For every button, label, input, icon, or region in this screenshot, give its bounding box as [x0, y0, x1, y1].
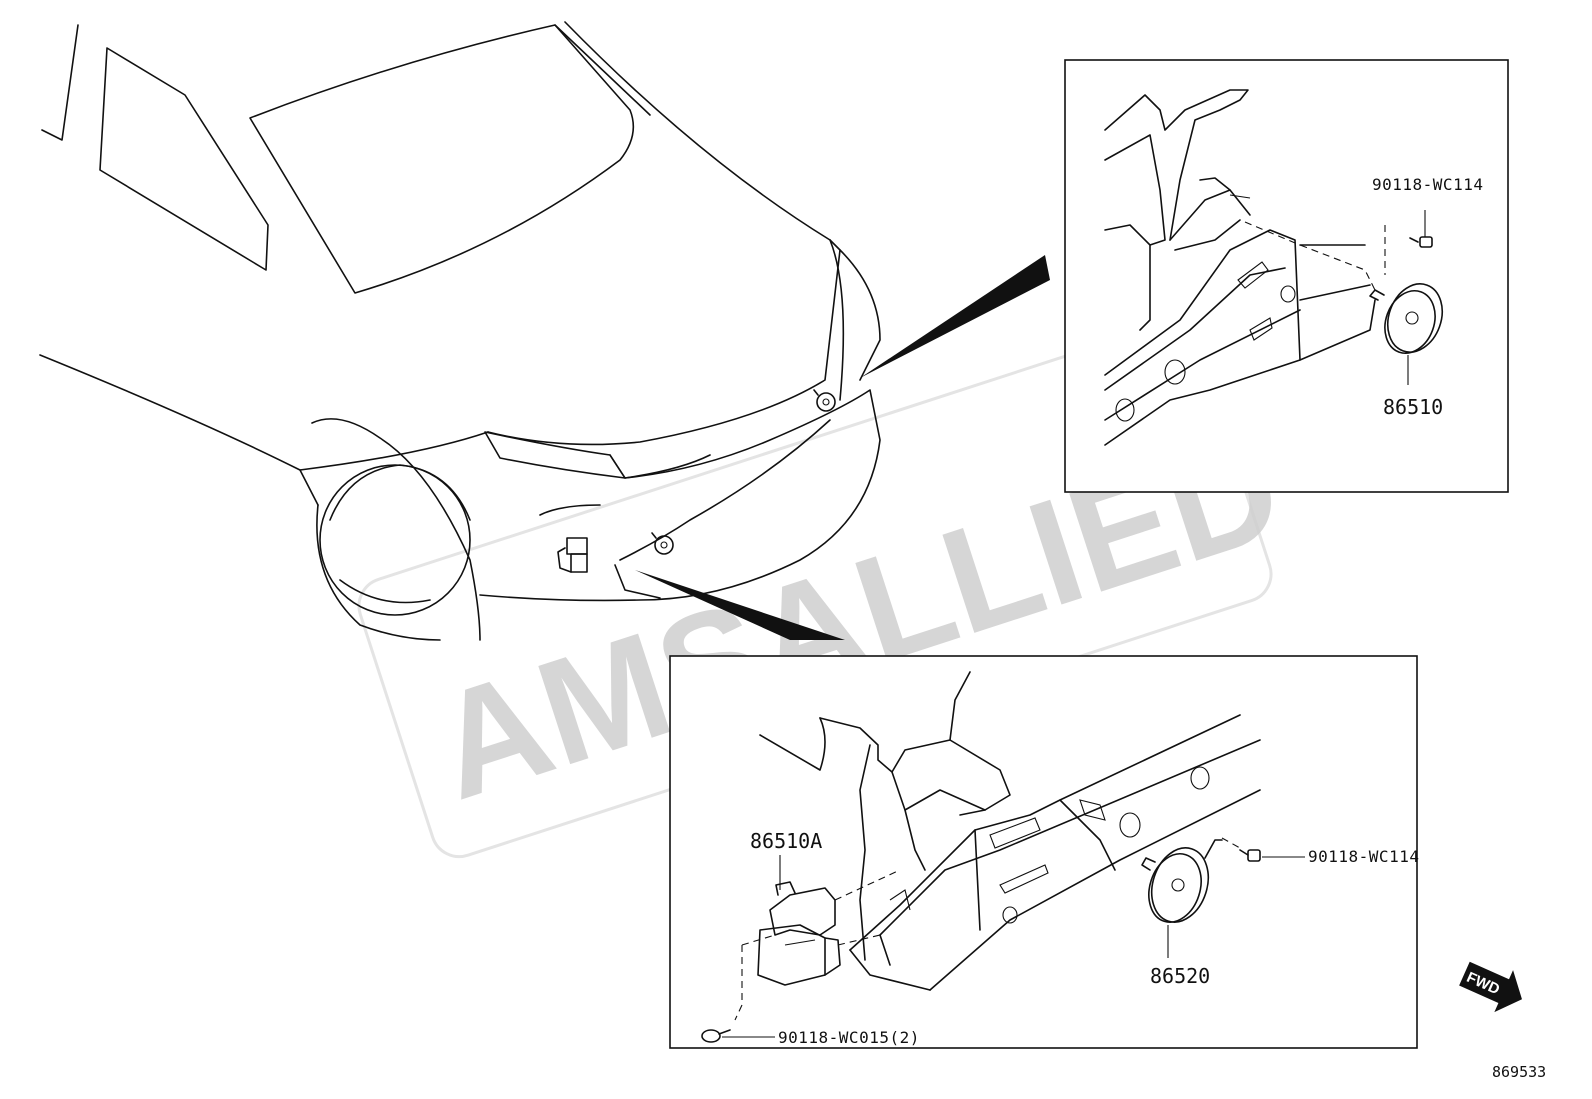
fwd-arrow-icon: FWD [1459, 961, 1522, 1013]
label-relay-86510A: 86510A [750, 829, 822, 853]
upper-callout-pointer [860, 255, 1050, 378]
car-horn-location-upper [813, 389, 836, 412]
label-horn-86520: 86520 [1150, 964, 1210, 988]
diagram-number: 869533 [1492, 1063, 1546, 1081]
label-horn-86510: 86510 [1383, 395, 1443, 419]
car-front-illustration [39, 21, 881, 641]
bolt-lower-icon[interactable] [1239, 849, 1261, 862]
lower-callout-pointer [635, 570, 845, 640]
horn-86520[interactable] [1140, 839, 1223, 929]
label-lower-bolt: 90118-WC114 [1308, 847, 1419, 866]
bolt-relay-icon[interactable] [701, 1029, 731, 1043]
relay-86510A[interactable] [757, 881, 841, 986]
lower-detail-panel: 86510A 90118-WC015(2) 86520 90118-WC114 [669, 655, 1419, 1049]
car-relay-location [557, 537, 588, 573]
car-horn-location-lower [651, 532, 674, 555]
upper-detail-panel: 90118-WC114 86510 [1064, 59, 1509, 493]
label-relay-bolt: 90118-WC015(2) [778, 1028, 920, 1047]
label-upper-bolt: 90118-WC114 [1372, 175, 1483, 194]
bolt-upper-icon[interactable] [1409, 236, 1433, 248]
horn-86510[interactable] [1369, 276, 1451, 360]
